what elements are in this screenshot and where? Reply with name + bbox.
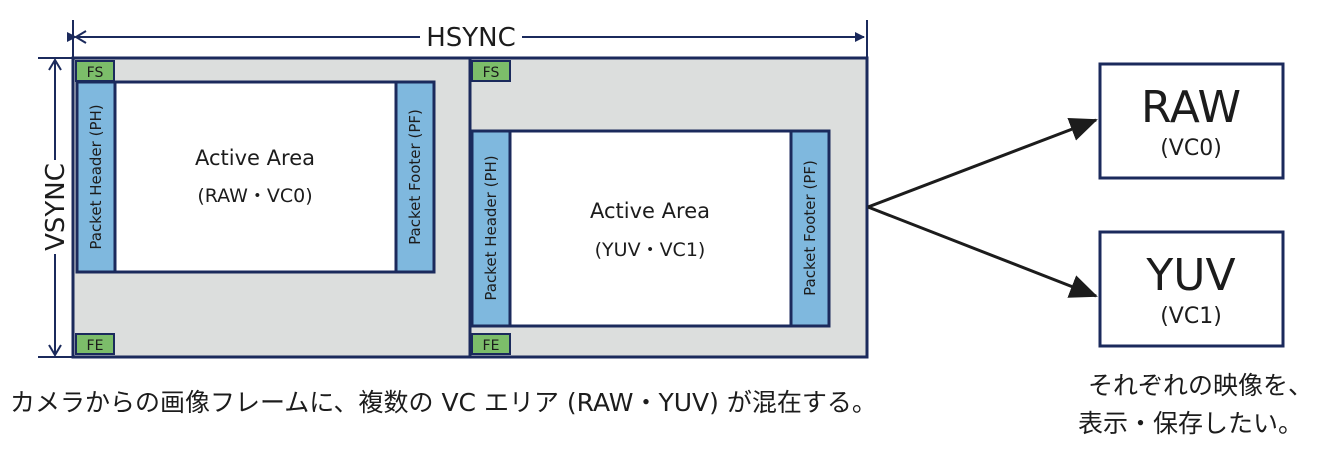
arrow-right-icon (867, 118, 1098, 209)
left-frame: FS Packet Header (PH) Active Area (RAW・V… (71, 56, 472, 359)
left-packet-header (75, 80, 117, 274)
left-active-title: Active Area (195, 146, 315, 170)
caption-right-line2: 表示・保存したい。 (1078, 409, 1304, 438)
vsync-dimension: VSYNC (38, 57, 72, 358)
right-active-area (508, 129, 793, 328)
output-raw-sub: (VC0) (1160, 136, 1222, 161)
arrow-right-icon (867, 205, 1098, 298)
split-arrows (867, 118, 1098, 298)
vsync-label: VSYNC (41, 163, 71, 251)
right-active-sub: (YUV・VC1) (595, 239, 706, 261)
right-fe-marker (471, 333, 511, 355)
left-header-label: Packet Header (PH) (87, 104, 105, 249)
left-fe-label: FE (87, 338, 104, 354)
left-packet-footer (394, 80, 436, 274)
caption-right-line1: それぞれの映像を、 (1088, 371, 1314, 400)
hsync-label: HSYNC (426, 23, 516, 53)
output-yuv: YUV (VC1) (1098, 230, 1285, 348)
right-header-label: Packet Header (PH) (482, 155, 500, 300)
left-fe-marker (75, 333, 115, 355)
output-yuv-sub: (VC1) (1160, 304, 1222, 329)
right-packet-footer (789, 129, 831, 328)
right-footer-label: Packet Footer (PF) (801, 160, 819, 296)
left-fs-label: FS (87, 65, 104, 81)
right-fe-label: FE (483, 338, 500, 354)
hsync-dimension: HSYNC (67, 20, 868, 60)
left-active-area (113, 80, 398, 274)
output-yuv-title: YUV (1145, 250, 1235, 301)
right-active-title: Active Area (590, 199, 710, 223)
right-fs-label: FS (483, 65, 500, 81)
left-footer-label: Packet Footer (PF) (406, 109, 424, 245)
right-fs-marker (471, 60, 511, 82)
caption-bottom: カメラからの画像フレームに、複数の VC エリア (RAW・YUV) が混在する… (10, 388, 877, 417)
output-raw-title: RAW (1141, 82, 1241, 133)
left-active-sub: (RAW・VC0) (197, 185, 312, 207)
right-frame: FS Packet Header (PH) Active Area (YUV・V… (468, 56, 869, 359)
output-raw: RAW (VC0) (1098, 62, 1285, 180)
